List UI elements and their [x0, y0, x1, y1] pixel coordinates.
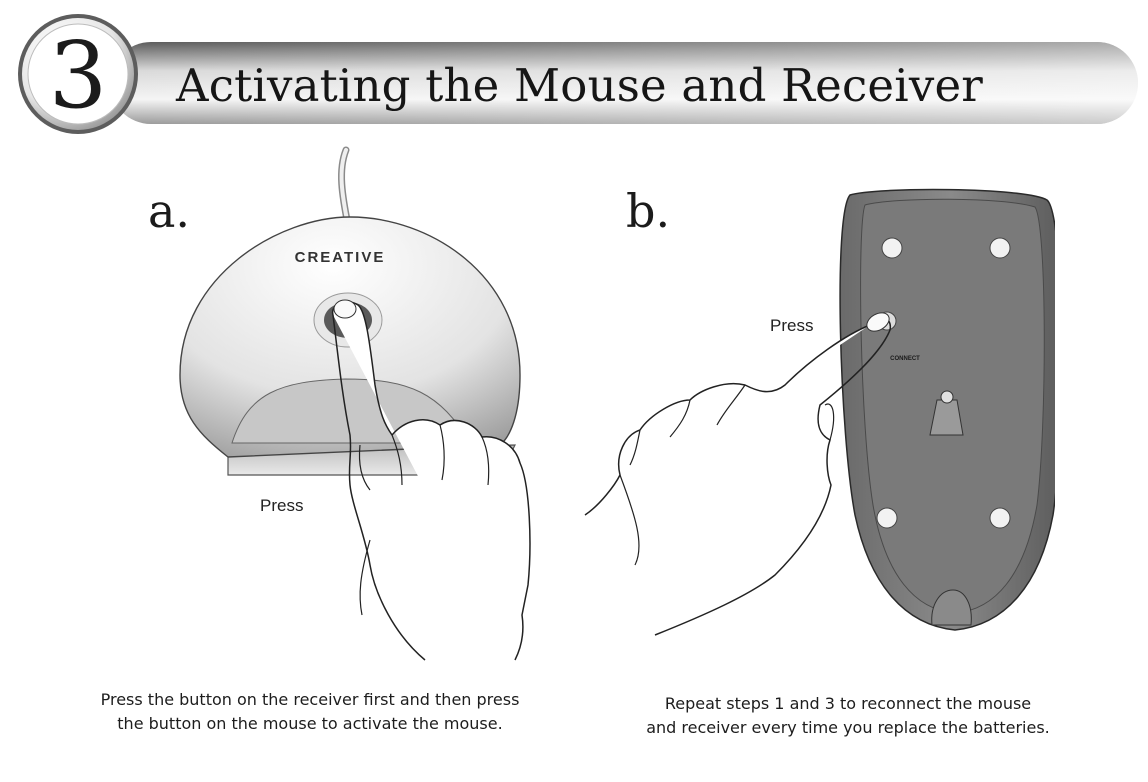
connect-button-label: CONNECT	[890, 356, 920, 362]
press-label-receiver: Press	[260, 496, 303, 516]
caption-receiver: Press the button on the receiver first a…	[60, 688, 560, 736]
mouse-illustration: CONNECT	[575, 185, 1055, 645]
press-label-mouse: Press	[770, 316, 813, 336]
caption-mouse: Repeat steps 1 and 3 to reconnect the mo…	[598, 692, 1098, 740]
page-title: Activating the Mouse and Receiver	[176, 56, 983, 116]
caption-receiver-line-1: Press the button on the receiver first a…	[60, 688, 560, 712]
caption-mouse-line-1: Repeat steps 1 and 3 to reconnect the mo…	[598, 692, 1098, 716]
caption-receiver-line-2: the button on the mouse to activate the …	[60, 712, 560, 736]
step-number: 3	[16, 12, 140, 136]
receiver-illustration: CREATIVE	[170, 145, 550, 665]
brand-logo: CREATIVE	[295, 249, 386, 266]
caption-mouse-line-2: and receiver every time you replace the …	[598, 716, 1098, 740]
